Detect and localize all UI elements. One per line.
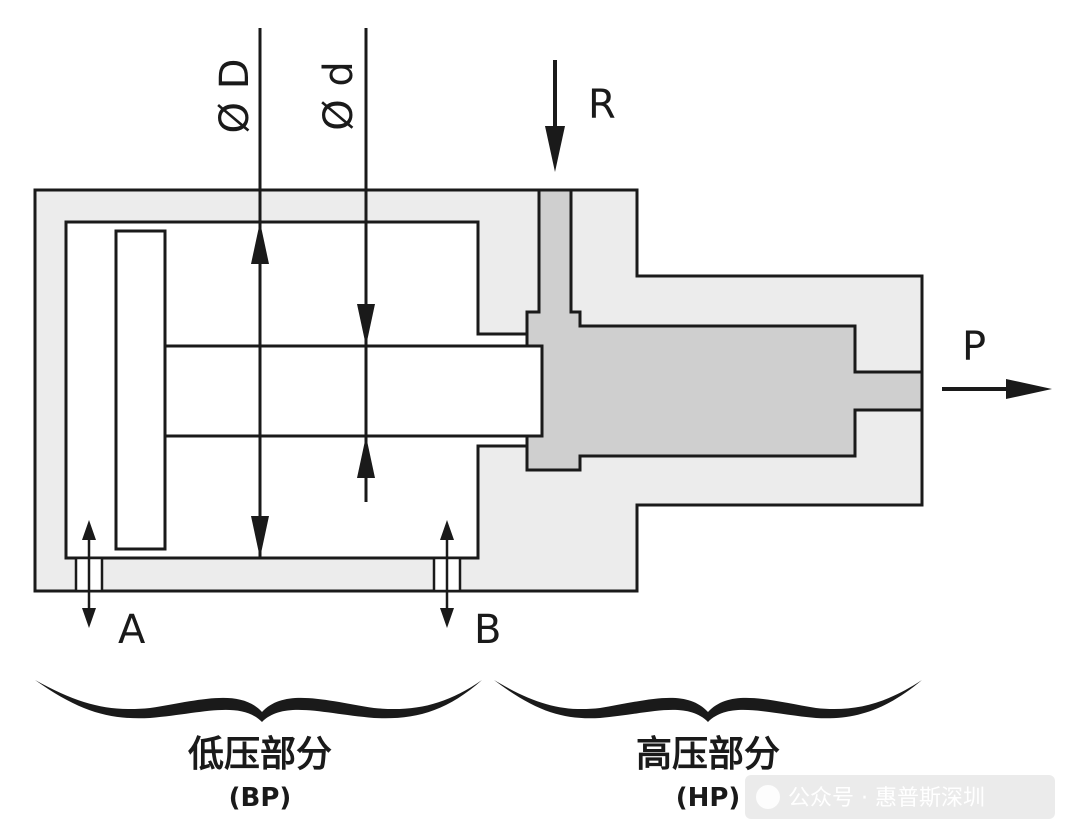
section-high-abbr: (HP) bbox=[676, 783, 741, 813]
piston-rod bbox=[163, 344, 544, 438]
arrow-a-up bbox=[82, 520, 96, 540]
arrow-r-head bbox=[545, 126, 565, 172]
label-a: A bbox=[118, 607, 146, 653]
arrow-b-down bbox=[440, 608, 454, 628]
label-b: B bbox=[474, 607, 501, 653]
arrow-a-down bbox=[82, 608, 96, 628]
brace-low bbox=[35, 680, 482, 722]
watermark-text: 公众号 · 惠普斯深圳 bbox=[788, 786, 985, 811]
watermark: 公众号 · 惠普斯深圳 bbox=[745, 775, 1055, 819]
label-p: P bbox=[962, 324, 986, 370]
label-dia-D: Ø D bbox=[212, 59, 258, 134]
arrow-d-top bbox=[357, 304, 375, 346]
brace-high bbox=[494, 680, 922, 722]
arrow-p-head bbox=[1006, 379, 1052, 399]
section-low-title: 低压部分 bbox=[188, 734, 332, 775]
section-low-abbr: (BP) bbox=[229, 783, 292, 813]
label-r: R bbox=[588, 82, 616, 128]
wechat-icon bbox=[756, 785, 780, 809]
arrow-d-bottom bbox=[357, 436, 375, 478]
section-high-title: 高压部分 bbox=[636, 734, 780, 775]
label-dia-d: Ø d bbox=[316, 61, 362, 131]
arrow-D-top bbox=[251, 222, 269, 264]
piston-head bbox=[114, 229, 167, 551]
arrow-D-bottom bbox=[251, 516, 269, 558]
arrow-b-up bbox=[440, 520, 454, 540]
